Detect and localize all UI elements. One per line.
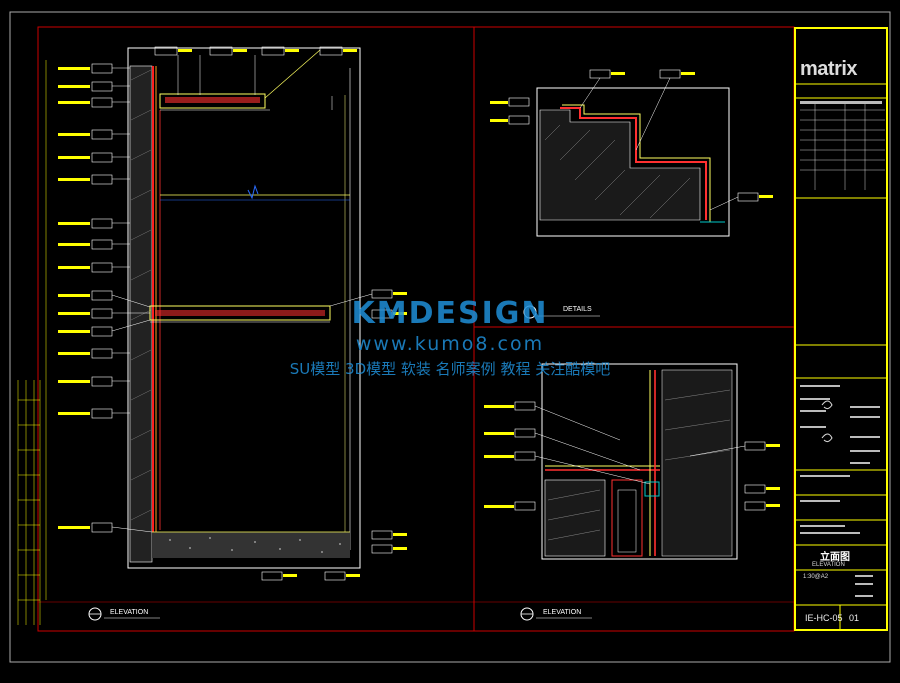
drawing-number: IE-HC-05 [805,613,843,623]
elevation-label-right: ELEVATION [543,609,582,616]
details-marker [523,305,600,319]
side-grid [17,380,41,625]
detail-bottom-tags [484,401,780,511]
outer-border [9,11,891,663]
details-label: DETAILS [563,306,592,313]
drawing-scale: 1:30@A2 [803,574,829,580]
top-callout-tags [154,46,357,95]
detail-top-tags [490,69,773,211]
left-callout-tags [58,63,153,533]
elevation-label-left: ELEVATION [110,609,149,616]
drawing-title: 立面图 [820,552,850,563]
brand-logo: matrix [800,58,858,80]
mid-callout-tags [261,289,407,581]
left-elevation-view [127,47,361,569]
detail-view-top [536,87,730,237]
title-block [794,27,888,631]
sheet-number: 01 [849,613,860,623]
detail-view-bottom [541,363,738,560]
elevation-marker-left [88,607,160,621]
drawing-subtitle: ELEVATION [812,562,845,568]
elevation-marker-right [520,607,592,621]
